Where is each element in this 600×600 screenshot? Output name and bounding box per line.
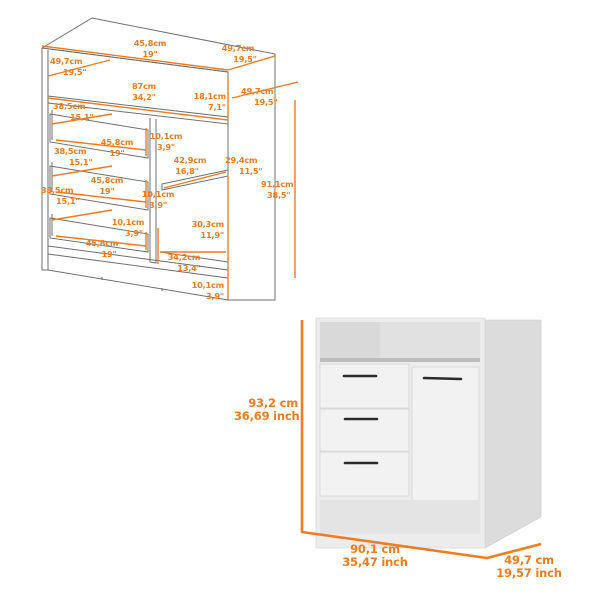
dim-cabinet-upper-height: 29,4cm 11,5" [225,155,263,177]
dim-top-width: 45,8cm 19" [130,38,170,60]
dim-cm: 42,9cm [173,155,207,165]
dim-inch: 19" [101,249,117,260]
dim-inch: 3,9" [206,291,224,302]
dim-cm: 10,1cm [149,131,183,141]
dim-side-depth: 49,7cm 19,5" [241,86,278,108]
dim-cm: 29,4cm [225,155,258,165]
dim-inch: 16,8" [175,166,199,177]
cabinet-render [315,317,542,549]
dim-cm: 45,8cm [90,175,124,185]
dim-drawer1-depth: 38,5cm 15,1" [53,101,94,123]
dim-inch: 3,9" [149,200,167,211]
dim-drawer3-width: 45,8cm 19" [80,238,124,260]
dim-inch: 19" [109,148,125,159]
dim-cm: 49,7 cm [504,553,554,567]
dim-inch: 3,9" [157,142,175,153]
dim-drawer2-width: 45,8cm 19" [85,175,129,197]
dim-depth: 49,7 cm 19,57 inch [494,553,564,580]
dim-inch: 34,2" [132,92,156,103]
dim-niche-height: 18,1cm 7,1" [186,91,227,113]
dim-cm: 38,5cm [53,101,86,111]
dim-drawer3-depth: 38,5cm 15,1" [41,185,80,207]
dim-cm: 45,8cm [133,38,167,48]
dim-cm: 91,1cm [261,179,294,189]
dim-cm: 49,7cm [241,86,274,96]
dim-shelf-width: 87cm 34,2" [124,81,164,103]
dim-cm: 45,8cm [85,238,119,248]
dim-inch: 13,4" [177,263,201,274]
dim-cm: 87cm [132,81,156,91]
dim-cabinet-lower-height: 30,3cm 11,9" [184,219,225,241]
dim-cm: 18,1cm [193,91,227,101]
dim-base-height: 10,1cm 3,9" [184,280,225,302]
dim-cm: 38,5cm [54,146,87,156]
dim-cm: 10,1cm [191,280,225,290]
dim-top-depth: 49,7cm 19,5" [212,43,264,65]
dim-drawer1-height: 10,1cm 3,9" [146,131,186,153]
dim-cm: 10,1cm [141,189,175,199]
dim-cm: 93,2 cm [248,396,298,410]
dim-inch: 19" [99,186,115,197]
dim-cabinet-shelf-depth: 42,9cm 16,8" [170,155,210,177]
dim-cm: 90,1 cm [350,542,400,556]
dim-cabinet-bottom-width: 34,2cm 13,4" [164,252,204,274]
dim-drawer2-depth: 38,5cm 15,1" [54,146,93,168]
dim-cm: 49,7cm [221,43,255,53]
dim-height: 93,2 cm 36,69 inch [234,396,300,423]
dim-inch: 15,1" [70,112,94,123]
dim-drawer3-height: 10,1cm 3,9" [108,217,148,239]
dim-inch: 15,1" [56,196,80,207]
dim-cm: 49,7cm [50,56,83,66]
dim-inch: 15,1" [69,157,93,168]
dim-drawer1-width: 45,8cm 19" [95,137,139,159]
dim-cm: 38,5cm [41,185,74,195]
dim-width: 90,1 cm 35,47 inch [330,542,420,569]
dim-inch: 19,57 inch [496,565,562,580]
dim-inch: 19,5" [63,67,87,78]
dim-inch: 19,5" [233,54,257,65]
dim-shelf-depth: 49,7cm 19,5" [50,56,87,78]
dim-inch: 19,5" [254,97,278,108]
dim-inch: 3,9" [125,228,143,239]
dim-inch: 19" [142,49,158,60]
dim-total-side-height: 91,1cm 38,5" [261,179,294,201]
dim-inch: 11,9" [200,230,225,241]
dim-inch: 7,1" [208,102,226,113]
dim-inch: 36,69 inch [234,408,300,423]
dim-cm: 34,2cm [167,252,201,262]
dim-inch: 35,47 inch [342,554,408,569]
dim-inch: 11,5" [239,166,263,177]
dim-inch: 38,5" [267,190,291,201]
dim-cm: 10,1cm [111,217,145,227]
dim-drawer2-height: 10,1cm 3,9" [138,189,178,211]
dim-cm: 45,8cm [100,137,134,147]
dim-cm: 30,3cm [191,219,225,229]
